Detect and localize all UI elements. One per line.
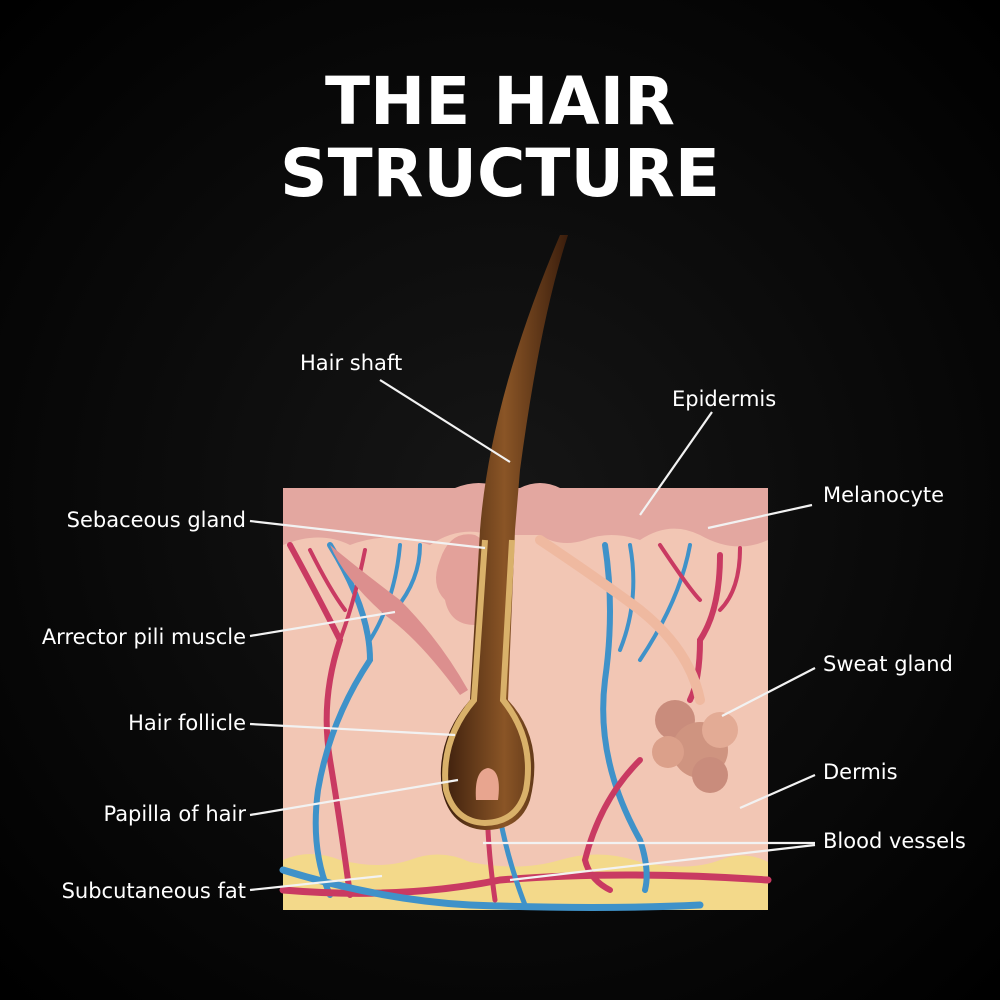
label-dermis: Dermis (823, 760, 898, 784)
sweat-gland (652, 700, 738, 793)
label-subcutaneous-fat: Subcutaneous fat (62, 879, 246, 903)
label-melanocyte: Melanocyte (823, 483, 944, 507)
label-sweat-gland: Sweat gland (823, 652, 953, 676)
label-arrector-pili-muscle: Arrector pili muscle (42, 625, 246, 649)
sweat-duct (535, 535, 705, 705)
label-blood-vessels: Blood vessels (823, 829, 966, 853)
title-line-2: STRUCTURE (280, 135, 720, 212)
leader-lines (249, 379, 816, 892)
label-sebaceous-gland: Sebaceous gland (67, 508, 246, 532)
skin-cross-section (279, 235, 772, 911)
label-hair-shaft: Hair shaft (300, 351, 402, 375)
label-epidermis: Epidermis (672, 387, 776, 411)
hair-follicle (442, 539, 531, 827)
label-hair-follicle: Hair follicle (128, 711, 246, 735)
epidermis-layer (283, 483, 768, 547)
papilla (475, 768, 499, 800)
title-line-1: THE HAIR (325, 63, 675, 140)
label-papilla-of-hair: Papilla of hair (103, 802, 246, 826)
arrector-pili-muscle (330, 545, 468, 695)
